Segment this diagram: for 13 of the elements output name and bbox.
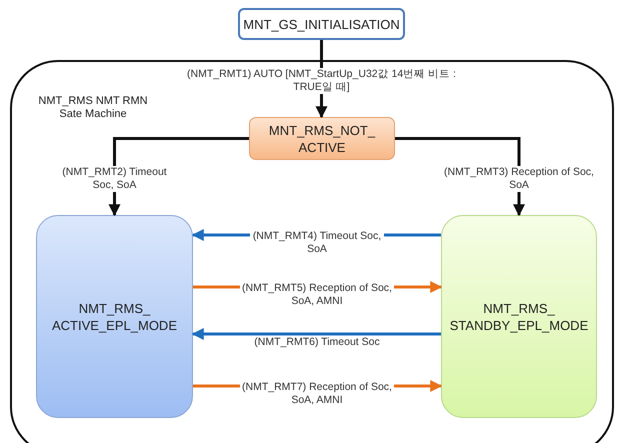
edge-label: (NMT_RMT5) Reception of Soc, SoA, AMNI [240, 282, 394, 308]
edge-label: (NMT_RMT3) Reception of Soc, SoA [442, 166, 596, 192]
arrow [108, 137, 249, 216]
state-box: MNT_RMS_NOT_ ACTIVE [249, 117, 395, 160]
state-box: NMT_RMS_ ACTIVE_EPL_MODE [36, 215, 193, 418]
arrow [192, 328, 441, 340]
arrow [395, 137, 525, 216]
state-box: NMT_RMS_ STANDBY_EPL_MODE [441, 215, 597, 418]
frame-title: NMT_RMS NMT RMN Sate Machine [37, 95, 149, 121]
state-machine-frame [10, 60, 614, 443]
state-box: MNT_GS_INITIALISATION [238, 8, 405, 40]
edge-label: (NMT_RMT7) Reception of Soc, SoA, AMNI [240, 381, 394, 407]
arrow [316, 40, 328, 118]
